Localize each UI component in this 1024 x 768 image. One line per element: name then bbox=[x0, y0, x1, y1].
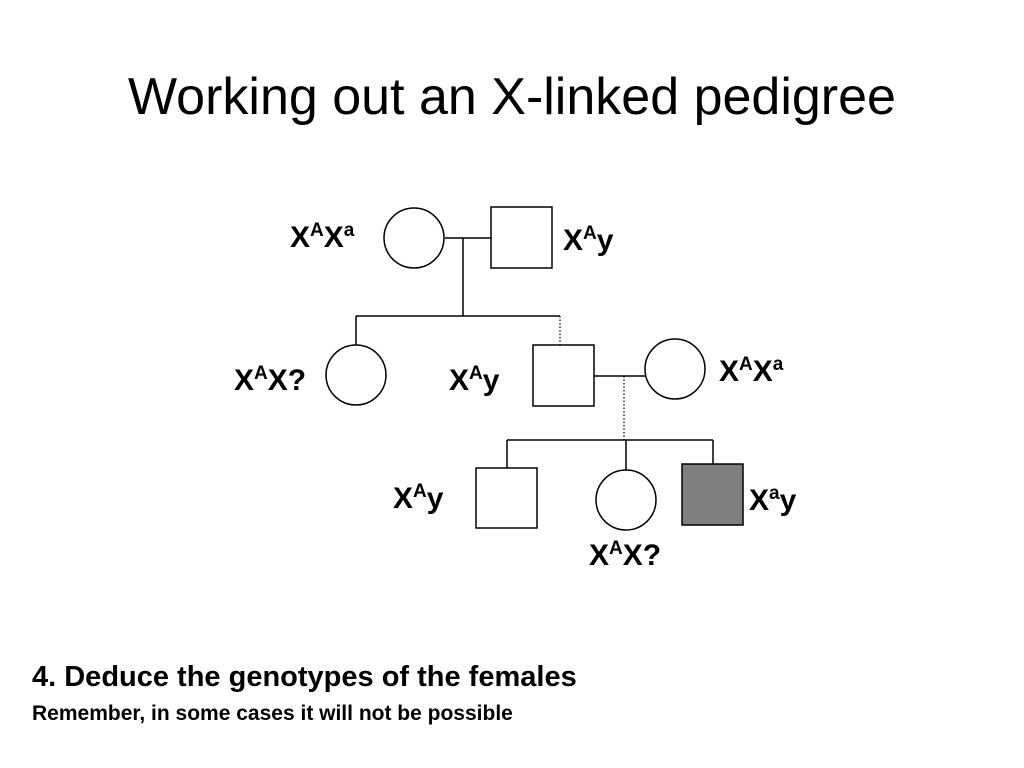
note-text: Remember, in some cases it will not be p… bbox=[32, 702, 513, 725]
genotype-label: XAX? bbox=[234, 363, 306, 397]
pedigree-lines bbox=[355, 237, 714, 470]
genotype-label: XAy bbox=[393, 481, 444, 515]
female-symbol bbox=[325, 344, 387, 406]
genotype-label: Xay bbox=[749, 483, 797, 517]
genotype-label: XAX? bbox=[589, 538, 661, 572]
genotype-label: XAy bbox=[449, 363, 500, 397]
male-symbol bbox=[532, 344, 595, 407]
genotype-label: XAy bbox=[563, 223, 614, 257]
slide-title: Working out an X-linked pedigree bbox=[128, 68, 896, 126]
male-symbol bbox=[490, 206, 553, 269]
female-symbol bbox=[595, 469, 657, 531]
female-symbol bbox=[644, 338, 706, 400]
genotype-label: XAXa bbox=[290, 220, 355, 254]
pedigree-chart: XAXa XAy XAX? XAy XAXa XAy XAX? Xay bbox=[234, 206, 797, 572]
affected-male-symbol bbox=[681, 463, 744, 526]
male-symbol bbox=[475, 467, 538, 529]
instruction-text: 4. Deduce the genotypes of the females bbox=[32, 661, 577, 693]
genotype-label: XAXa bbox=[719, 354, 784, 388]
female-symbol bbox=[383, 207, 445, 269]
